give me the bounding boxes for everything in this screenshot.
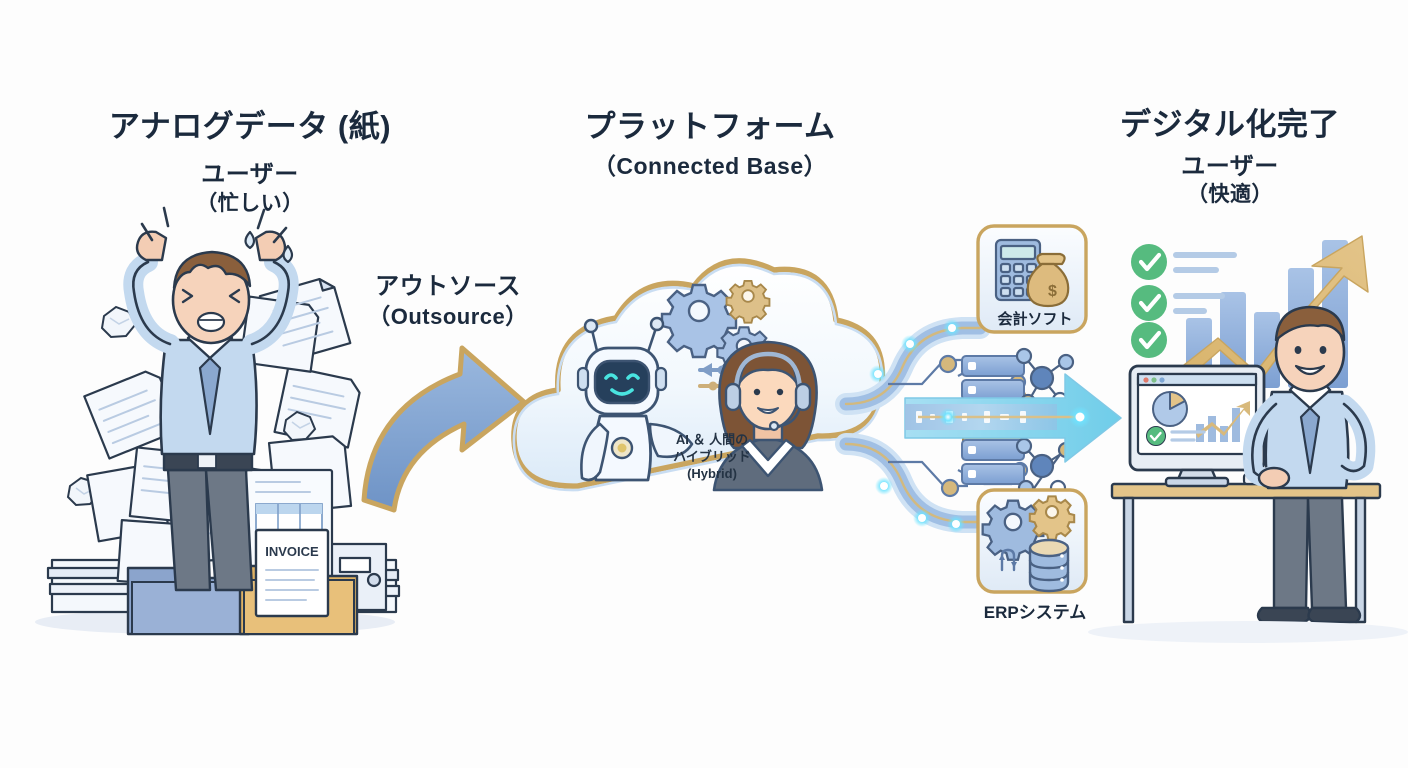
erp-system-card[interactable]: [976, 488, 1088, 594]
hybrid-line-3: (Hybrid): [687, 465, 737, 481]
check-icon: [1131, 244, 1167, 280]
money-bag-icon: $: [1026, 252, 1070, 308]
digital-subtitle: ユーザー: [1181, 152, 1279, 180]
ai-robot-icon: [576, 316, 694, 482]
platform-subtitle: （Connected Base）: [592, 152, 828, 179]
accounting-software-card[interactable]: $: [976, 224, 1088, 334]
outsource-arrow: [361, 345, 527, 513]
server-icon: [961, 355, 1025, 401]
outsource-note: （Outsource）: [368, 304, 528, 330]
hybrid-line-1: AI ＆ 人間の: [675, 432, 749, 447]
server-icon: [961, 439, 1025, 485]
hybrid-label-block: AI ＆ 人間の ハイブリッド (Hybrid): [642, 432, 782, 483]
check-icon: [1131, 322, 1167, 358]
placeholder-lines: [1173, 252, 1237, 314]
check-icon: [1131, 285, 1167, 321]
check-icon: [1146, 426, 1166, 446]
happy-user-figure: [1242, 305, 1376, 624]
erp-card-label: ERPシステム: [983, 603, 1087, 622]
monitor: [1128, 364, 1266, 488]
checklist-group: [1131, 244, 1237, 358]
flying-paper-lines: [98, 296, 346, 445]
database-icon: [1028, 538, 1070, 593]
digital-success-scene: [1088, 235, 1408, 643]
gear-icon: [1028, 495, 1076, 541]
outsource-label-block: アウトソース （Outsource）: [318, 272, 578, 331]
pipe-glow-nodes: [869, 319, 965, 533]
platform-title: プラットフォーム: [584, 109, 836, 144]
digital-title-block: デジタル化完了 ユーザー （快適）: [1060, 106, 1400, 208]
ground-shadow: [1088, 621, 1408, 643]
analog-subtitle: ユーザー: [201, 160, 299, 188]
dollar-sign: $: [1048, 283, 1057, 300]
digital-note: （快適）: [1187, 183, 1273, 207]
accounting-card-label: 会計ソフト: [997, 311, 1073, 328]
gear-icon: [981, 499, 1045, 561]
sync-arrows-icon: [999, 548, 1017, 572]
digital-title: デジタル化完了: [1120, 107, 1340, 142]
cloud-platform: [511, 258, 886, 492]
stressed-user-figure: [123, 206, 299, 592]
analog-paper-scene: INVOICE: [35, 206, 401, 636]
hybrid-line-2: ハイブリッド: [673, 448, 751, 464]
analog-title-block: アナログデータ (紙) ユーザー （忙しい）: [40, 108, 460, 217]
analog-note: （忙しい）: [196, 192, 304, 216]
platform-title-block: プラットフォーム （Connected Base）: [530, 108, 890, 180]
outsource-label: アウトソース: [375, 273, 521, 300]
invoice-label: INVOICE: [265, 544, 319, 559]
human-agent-icon: [712, 340, 824, 492]
analog-title: アナログデータ (紙): [108, 109, 392, 144]
invoice-document: INVOICE: [254, 528, 330, 618]
digital-output-arrow: [904, 373, 1122, 463]
